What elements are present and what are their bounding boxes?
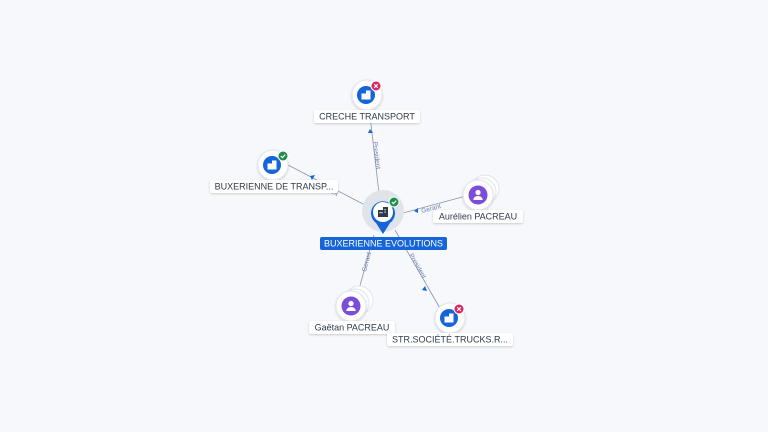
edge-label-gaetan: Gerant (361, 251, 373, 272)
edge-label-aurelien: Gerant (421, 203, 442, 215)
company-building-icon (267, 160, 277, 170)
node-buxerienne-de-transp[interactable]: BUXERIENNE DE TRANSP... (210, 149, 338, 193)
company-building-icon (444, 313, 454, 323)
edge-label-creche: President (371, 141, 381, 169)
node-label-aurelien-pacreau: Aurélien PACREAU (439, 212, 517, 222)
node-aurelien-pacreau[interactable]: Aurélien PACREAU (433, 174, 523, 223)
status-badge-inactive (453, 303, 465, 315)
edge-arrow-creche (368, 129, 373, 133)
person-icon (346, 300, 356, 311)
status-badge-active (388, 196, 400, 208)
center-node-label-bg (320, 237, 447, 250)
center-node[interactable]: BUXERIENNE EVOLUTIONS (320, 190, 447, 250)
node-label-buxerienne-de-transp: BUXERIENNE DE TRANSP... (215, 182, 334, 192)
edge-arrow-buxtransp (310, 175, 315, 180)
edge-aurelien (402, 195, 467, 214)
node-label-str-societe-trucks: STR.SOCIÉTÉ.TRUCKS.R... (392, 335, 508, 345)
edge-label-str: President (407, 253, 427, 280)
node-label-gaetan-pacreau: Gaëtan PACREAU (315, 323, 390, 333)
node-gaetan-pacreau[interactable]: Gaëtan PACREAU (309, 285, 395, 334)
node-label-bg (210, 180, 338, 193)
status-badge-inactive (370, 80, 382, 92)
node-label-bg (387, 333, 513, 346)
center-node-label: BUXERIENNE EVOLUTIONS (324, 239, 443, 249)
node-label-creche-transport: CRECHE TRANSPORT (319, 112, 415, 122)
node-str-societe-trucks[interactable]: STR.SOCIÉTÉ.TRUCKS.R... (387, 302, 513, 346)
edge-arrow-aurelien (414, 208, 418, 213)
node-label-bg (309, 321, 395, 334)
node-creche-transport[interactable]: CRECHE TRANSPORT (314, 79, 420, 123)
node-label-bg (433, 210, 523, 223)
person-icon (473, 189, 483, 200)
node-label-bg (314, 110, 420, 123)
company-building-icon (378, 207, 388, 217)
edge-creche (369, 115, 380, 194)
edge-arrow-str (422, 286, 427, 291)
company-building-icon (361, 90, 371, 100)
status-badge-active (277, 150, 289, 162)
